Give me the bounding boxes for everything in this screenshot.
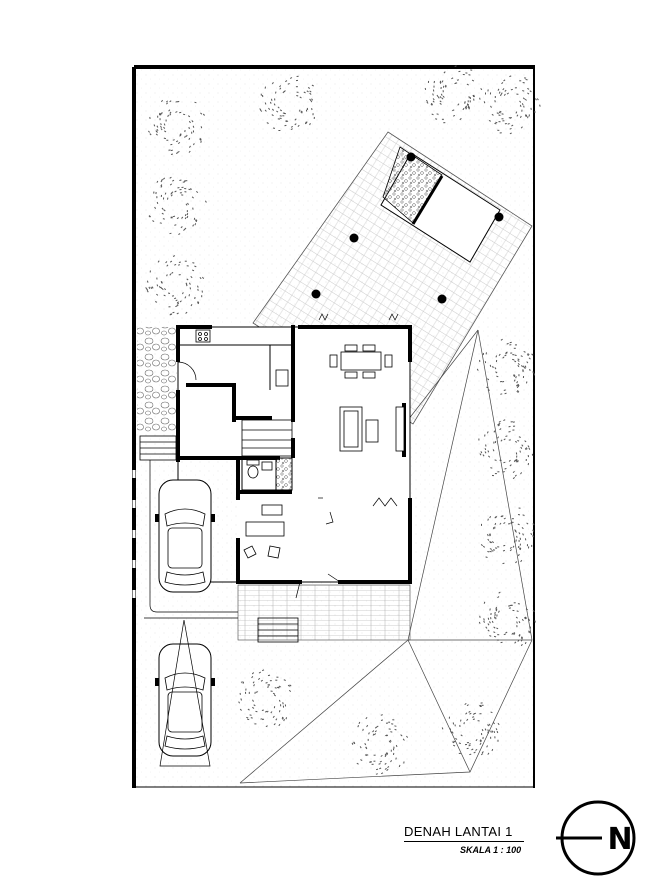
drawing-title: DENAH LANTAI 1 (404, 824, 513, 839)
tree-icon (259, 75, 315, 131)
column (406, 152, 416, 162)
title-underline (404, 841, 524, 842)
sofa-set (339, 406, 405, 452)
kitchen-fixtures (195, 329, 289, 387)
roof-outline (239, 329, 533, 784)
stairs (139, 419, 299, 643)
column (494, 212, 504, 222)
tree-icon (424, 65, 483, 124)
toilet (246, 459, 273, 479)
tree-symbols (145, 65, 541, 775)
tree-icon (238, 669, 292, 728)
stone-paving (137, 327, 177, 432)
tree-icon (483, 75, 541, 135)
car (155, 479, 215, 593)
tree-icon (478, 591, 536, 647)
lounge-set (243, 504, 285, 559)
tree-icon (476, 338, 536, 395)
north-arrow-icon: N (556, 800, 636, 876)
tree-icon (351, 714, 409, 775)
drawing-scale: SKALA 1 : 100 (460, 845, 522, 855)
parking-outline (144, 460, 238, 767)
tree-icon (480, 507, 535, 565)
tree-icon (441, 702, 500, 756)
thin-walls (177, 326, 411, 583)
column (349, 233, 359, 243)
car (155, 643, 215, 757)
column (437, 294, 447, 304)
terrace-deck (237, 584, 411, 641)
tree-icon (148, 99, 205, 155)
tree-icon (148, 176, 207, 236)
tree-icon (478, 419, 534, 480)
dining-table (329, 344, 393, 379)
title-block: DENAH LANTAI 1 SKALA 1 : 100 (404, 824, 544, 855)
north-letter: N (607, 822, 632, 857)
door-swings (177, 313, 399, 599)
tree-icon (145, 255, 205, 316)
column (311, 289, 321, 299)
